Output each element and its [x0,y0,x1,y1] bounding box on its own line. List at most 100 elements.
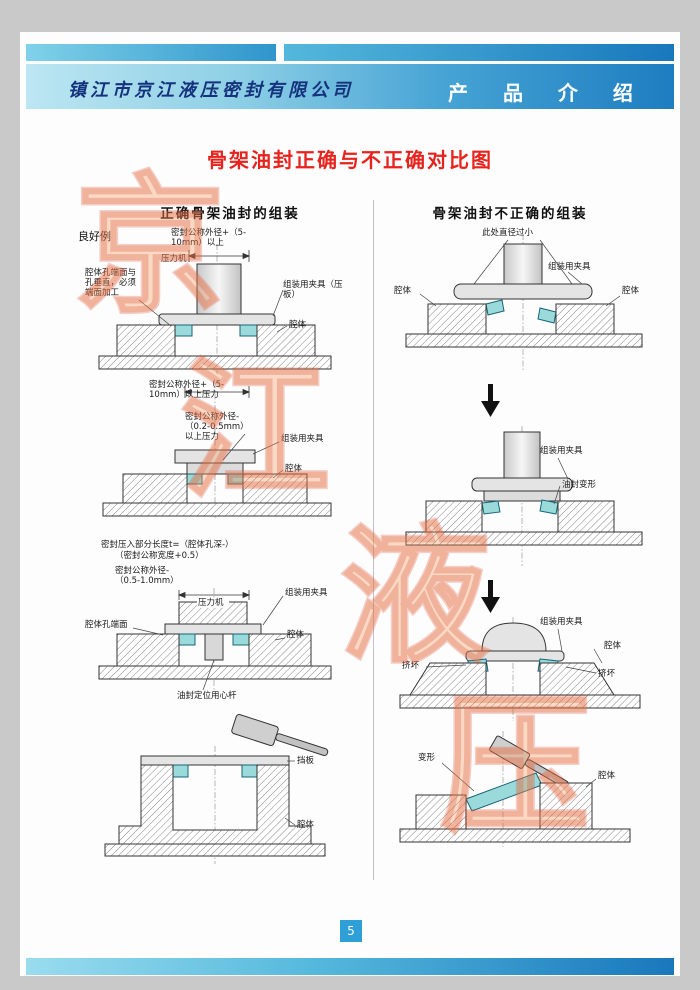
label-warn: 此处直径过小 [482,228,534,238]
column-divider [373,200,374,880]
label-force2: 密封公称外径-（0.2-0.5mm）以上压力 [185,412,245,443]
down-arrow-icon [481,384,500,417]
press-ram [196,263,242,315]
cavity-block [122,473,308,504]
cavity-housing [118,764,312,845]
warn-leader-lines [473,239,573,285]
down-arrow-icon [481,580,500,613]
figure-correct-4: 挡板 腔体 [85,712,355,875]
label-cavity: 腔体 [604,641,622,651]
ground [102,502,332,517]
seal-cocked [465,772,543,812]
label-fixture: 组装用夹具（压板） [283,280,343,301]
label-deform: 油封变形 [562,480,597,490]
label-cavity: 腔体 [289,320,307,330]
figure-correct-2: 密封公称外径+（5-10mm）以上压力 密封公称外径-（0.2-0.5mm）以上… [85,380,355,522]
leader-lines [425,628,603,674]
diagram-incorrect-crushed [399,617,641,721]
label-fixture: 组装用夹具 [540,617,583,627]
dimension-arrows [183,386,251,398]
heading-incorrect: 骨架油封不正确的组装 [432,206,588,222]
ground [405,333,643,348]
fixture-pilot [186,462,244,475]
leader-lines [553,457,569,505]
label-fixture: 组装用夹具 [281,434,324,444]
label-plate: 挡板 [297,756,315,766]
flow-arrow-2 [478,580,502,614]
page-number: 5 [340,920,362,942]
label-cavity: 腔体 [598,771,616,781]
footer-bar [26,958,674,975]
leader-lines [132,595,286,691]
fixture-pilot [483,490,561,502]
ground [399,694,641,709]
fixture-plate [465,650,565,662]
label-fixture: 组装用夹具 [285,588,328,598]
label-mandrel: 油封定位用心杆 [177,691,237,701]
label-press: 压力机 [197,598,229,609]
fixture-flange [174,449,256,464]
cavity-block [427,303,615,335]
label-cavity: 腔体 [297,820,315,830]
label-note: 腔体孔端面与孔垂直，必须端面加工 [85,268,137,299]
diagram-incorrect-small-fixture [405,234,643,372]
ground [405,531,643,546]
label-dim: 密封公称外径-（0.5-1.0mm） [115,566,179,587]
diagram-correct-press-plate [98,244,332,374]
fixture-plate [453,283,593,300]
figure-incorrect-3: 组装用夹具 腔体 挤坏 挤坏 [390,617,670,725]
flow-arrow-1 [478,384,502,418]
seal-cross-section [172,764,258,778]
leader-lines [441,762,597,792]
section-title: 产 品 介 绍 [448,81,647,105]
seal-cocked [485,299,557,324]
fixture-flange [471,477,573,492]
header-band [26,64,674,109]
fixture-plate [164,623,262,635]
label-formula1: 密封压入部分长度t=（腔体孔深-） [101,540,234,550]
centering-mandrel [204,633,224,661]
cavity-block [425,500,615,533]
diagram-incorrect-hammer [399,731,631,847]
header-stripe-left [26,44,276,61]
document-page: 镇江市京江液压密封有限公司 产 品 介 绍 骨架油封正确与不正确对比图 正确骨架… [20,32,680,976]
header-stripe-right [284,44,674,61]
leader-lines [419,271,621,307]
mallet-icon [489,735,569,789]
leader-lines [138,289,288,333]
ground [98,355,332,370]
backing-plate [140,755,290,766]
fixture-plate [158,313,276,326]
seal-cross-section [174,324,258,337]
label-formula2: （密封公称宽度+0.5） [115,551,204,561]
label-press: 压力机 [161,254,187,264]
press-ram [503,243,543,285]
label-force: 密封公称外径+（5-10mm）以上压力 [149,380,225,401]
diagram-correct-step-fixture [102,382,332,519]
fixture-dome [481,622,547,652]
ground [104,843,326,857]
page-title: 骨架油封正确与不正确对比图 [207,148,493,172]
label-face: 腔体孔端面 [85,620,128,630]
label-cavity-left: 腔体 [394,286,412,296]
press-ram [503,431,541,479]
dimension-arrows [187,250,251,262]
label-cavity-right: 腔体 [622,286,640,296]
heading-correct: 正确骨架油封的组装 [160,206,300,222]
diagram-incorrect-deformed [405,426,643,566]
figure-incorrect-1: 此处直径过小 组装用夹具 腔体 腔体 [390,228,670,378]
leader-lines [222,433,284,479]
label-crush-left: 挤坏 [402,661,420,671]
ground [98,665,332,680]
seal-deformed [481,499,559,515]
label-crush-right: 挤坏 [598,669,616,679]
label-fixture: 组装用夹具 [540,446,583,456]
label-cavity: 腔体 [285,464,303,474]
mallet-icon [231,713,329,757]
label-deform: 变形 [418,753,436,763]
cavity-block [409,662,615,696]
diagram-correct-mallet-plate [104,713,329,864]
figure-incorrect-4: 变形 腔体 [390,729,670,877]
leader-lines [284,760,296,826]
good-example-tag: 良好例 [78,230,111,243]
